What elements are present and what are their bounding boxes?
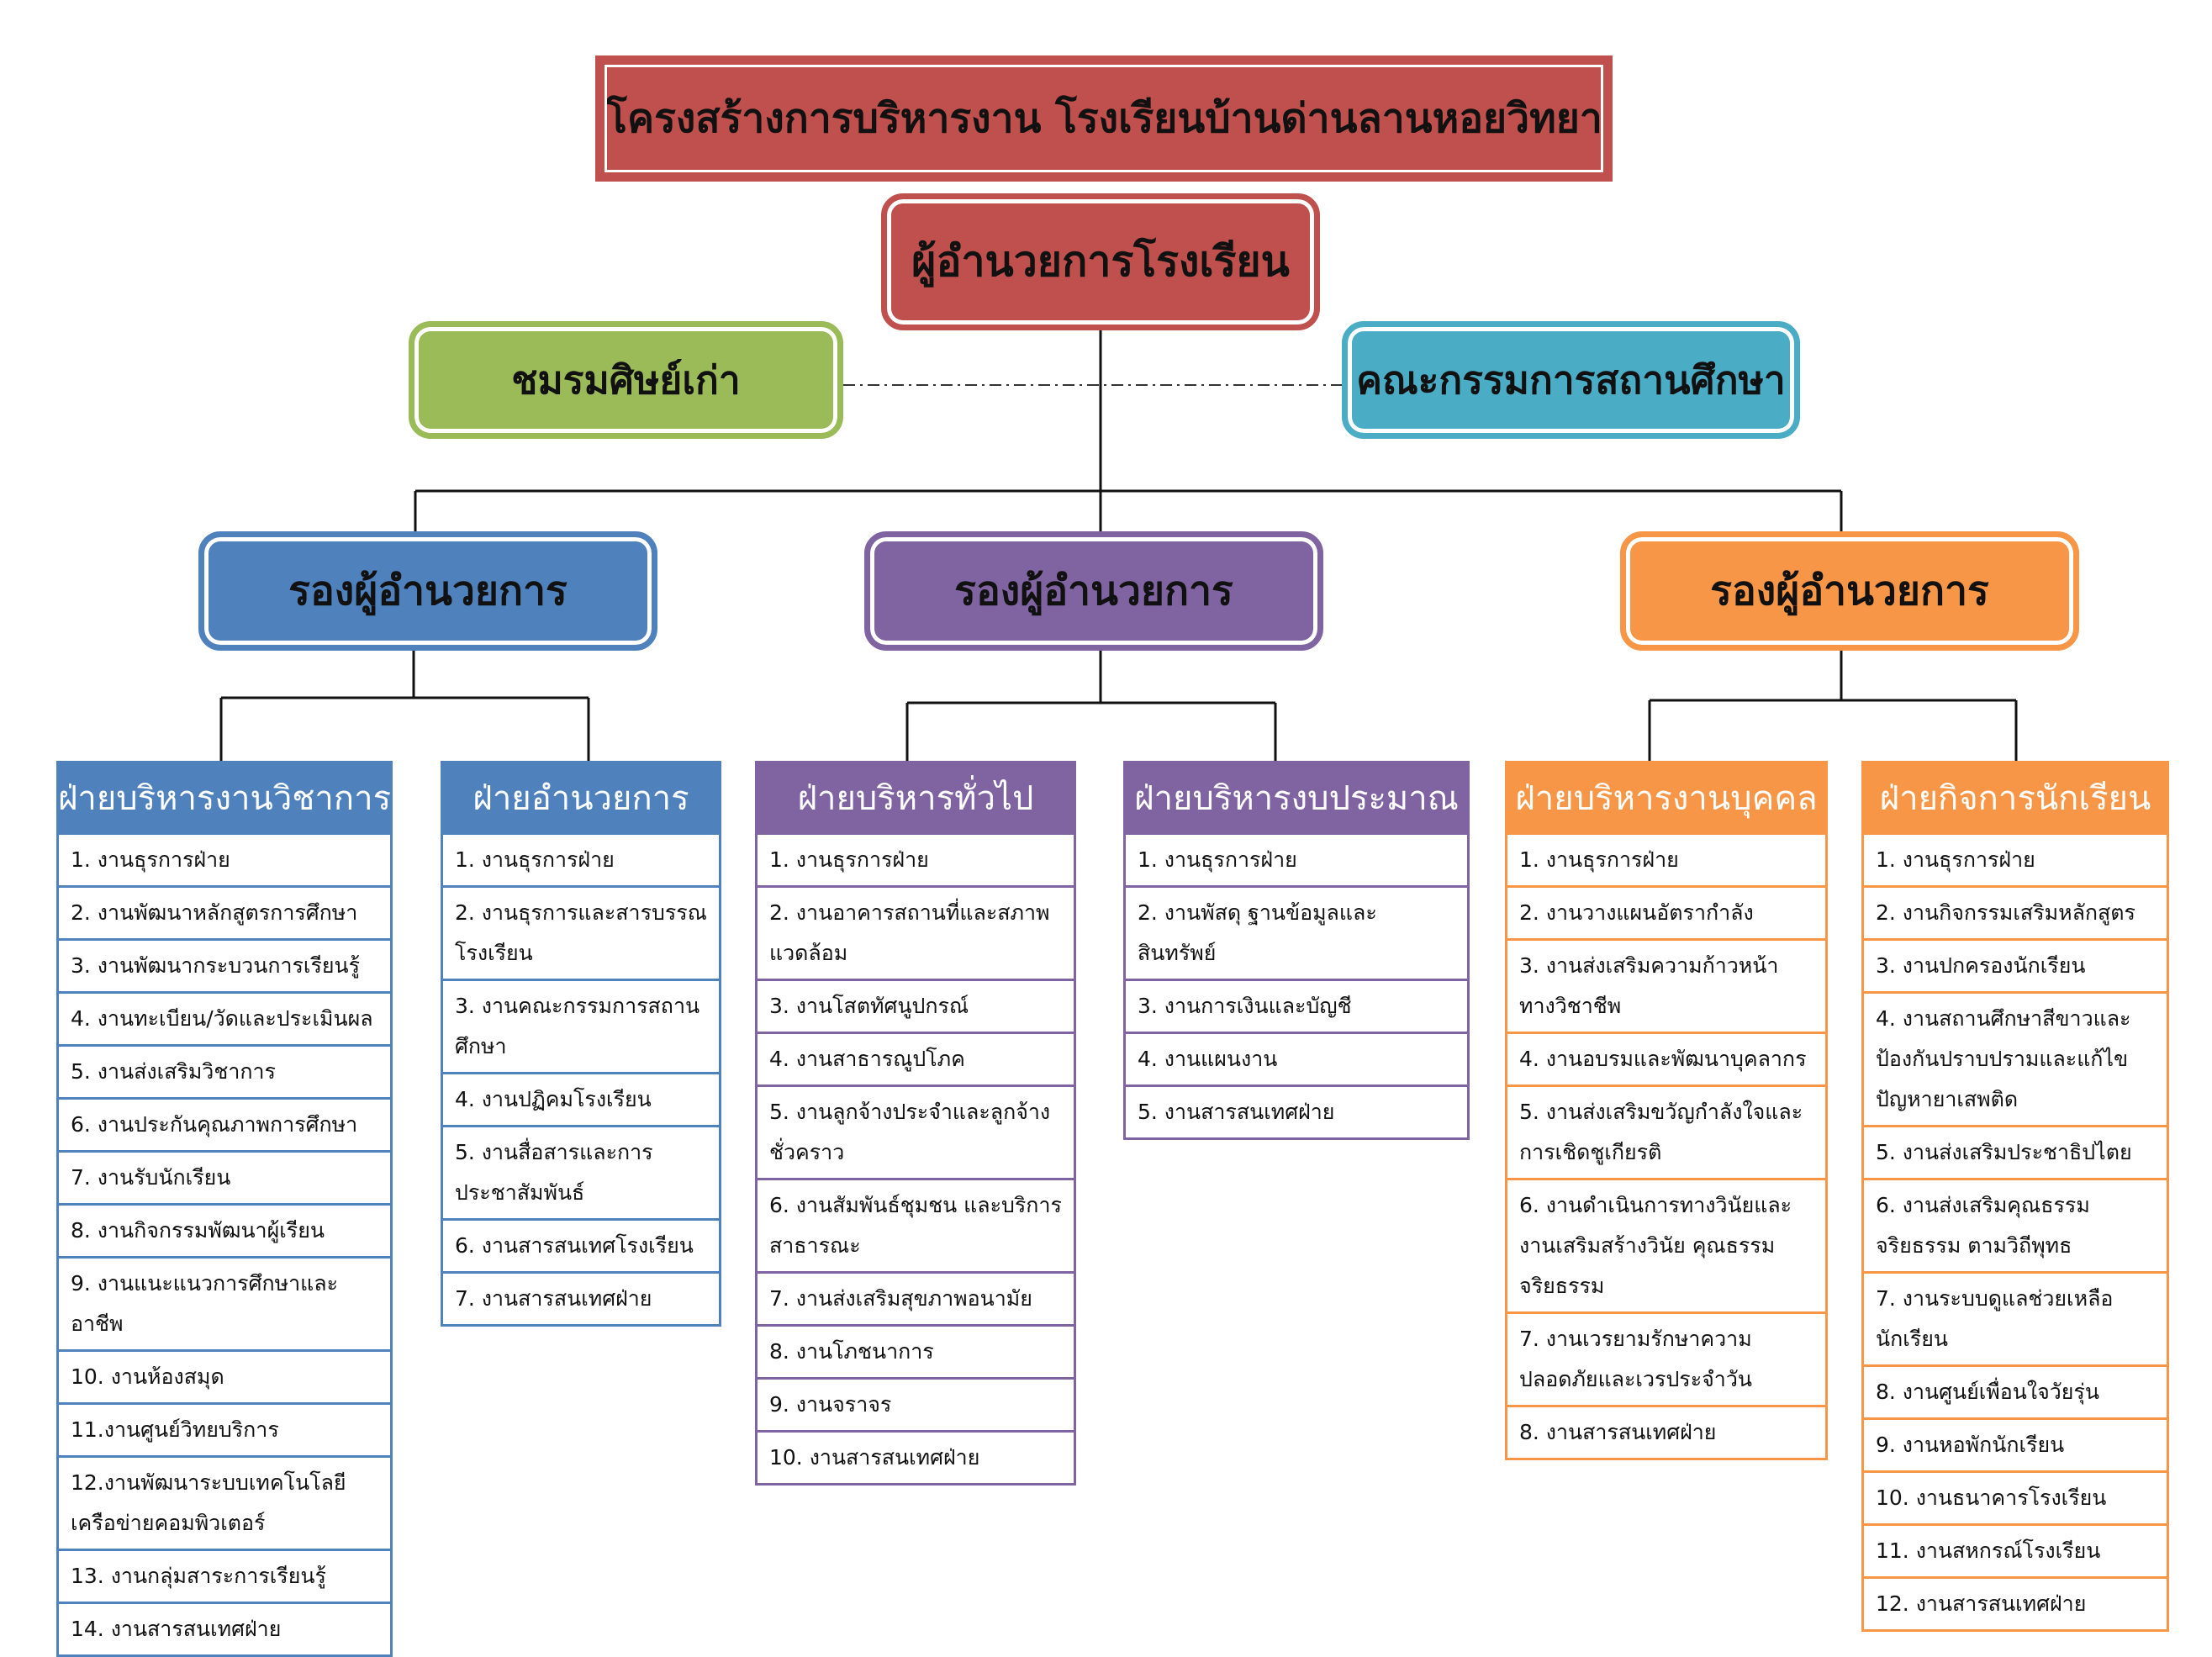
task-item: 4. งานอบรมและพัฒนาบุคลากร xyxy=(1507,1032,1825,1084)
task-item: 8. งานกิจกรรมพัฒนาผู้เรียน xyxy=(59,1203,390,1256)
task-item: 10. งานธนาคารโรงเรียน xyxy=(1864,1470,2167,1523)
task-item: 7. งานส่งเสริมสุขภาพอนามัย xyxy=(758,1271,1074,1324)
task-item: 4. งานแผนงาน xyxy=(1126,1032,1467,1084)
task-item: 5. งานลูกจ้างประจำและลูกจ้างชั่วคราว xyxy=(758,1084,1074,1178)
task-item: 5. งานส่งเสริมขวัญกำลังใจและการเชิดชูเกี… xyxy=(1507,1084,1825,1178)
task-item: 2. งานวางแผนอัตรากำลัง xyxy=(1507,885,1825,938)
director-box: ผู้อำนวยการโรงเรียน xyxy=(881,193,1320,330)
task-item: 3. งานปกครองนักเรียน xyxy=(1864,938,2167,991)
task-item: 3. งานคณะกรรมการสถานศึกษา xyxy=(443,979,719,1072)
connector-lines xyxy=(219,330,2018,761)
task-item: 7. งานเวรยามรักษาความปลอดภัยและเวรประจำว… xyxy=(1507,1311,1825,1405)
task-item: 6. งานสารสนเทศโรงเรียน xyxy=(443,1218,719,1271)
task-item: 8. งานโภชนาการ xyxy=(758,1324,1074,1377)
task-item: 4. งานทะเบียน/วัดและประเมินผล xyxy=(59,991,390,1044)
task-item: 2. งานอาคารสถานที่และสภาพแวดล้อม xyxy=(758,885,1074,979)
task-item: 3. งานโสตทัศนูปกรณ์ xyxy=(758,979,1074,1032)
task-item: 1. งานธุรการฝ่าย xyxy=(59,832,390,885)
task-item: 5. งานสารสนเทศฝ่าย xyxy=(1126,1084,1467,1137)
task-item: 6. งานส่งเสริมคุณธรรม จริยธรรม ตามวิถีพุ… xyxy=(1864,1178,2167,1271)
task-item: 1. งานธุรการฝ่าย xyxy=(758,832,1074,885)
school-committee-box: คณะกรรมการสถานศึกษา xyxy=(1342,321,1800,439)
task-item: 6. งานดำเนินการทางวินัยและงานเสริมสร้างว… xyxy=(1507,1178,1825,1311)
task-item: 3. งานพัฒนากระบวนการเรียนรู้ xyxy=(59,938,390,991)
task-item: 9. งานจราจร xyxy=(758,1377,1074,1430)
page-title: โครงสร้างการบริหารงาน โรงเรียนบ้านด่านลา… xyxy=(595,55,1613,182)
task-item: 1. งานธุรการฝ่าย xyxy=(1864,832,2167,885)
task-item: 7. งานรับนักเรียน xyxy=(59,1150,390,1203)
task-item: 8. งานศูนย์เพื่อนใจวัยรุ่น xyxy=(1864,1364,2167,1417)
department-title: ฝ่ายบริหารงบประมาณ xyxy=(1126,763,1467,832)
department-title: ฝ่ายกิจการนักเรียน xyxy=(1864,763,2167,832)
department-title: ฝ่ายบริหารงานวิชาการ xyxy=(58,763,391,832)
task-item: 10. งานห้องสมุด xyxy=(59,1349,390,1402)
department-title: ฝ่ายอำนวยการ xyxy=(443,763,719,832)
task-item: 12. งานสารสนเทศฝ่าย xyxy=(1864,1576,2167,1629)
task-item: 4. งานสาธารณูปโภค xyxy=(758,1032,1074,1084)
task-item: 11. งานสหกรณ์โรงเรียน xyxy=(1864,1523,2167,1576)
task-item: 9. งานหอพักนักเรียน xyxy=(1864,1417,2167,1470)
task-item: 14. งานสารสนเทศฝ่าย xyxy=(59,1602,390,1654)
task-item: 11.งานศูนย์วิทยบริการ xyxy=(59,1402,390,1455)
department-title: ฝ่ายบริหารทั่วไป xyxy=(758,763,1074,832)
task-item: 13. งานกลุ่มสาระการเรียนรู้ xyxy=(59,1549,390,1602)
task-item: 2. งานธุรการและสารบรรณโรงเรียน xyxy=(443,885,719,979)
deputy-director-box: รองผู้อำนวยการ xyxy=(864,531,1323,651)
task-item: 5. งานสื่อสารและการประชาสัมพันธ์ xyxy=(443,1125,719,1218)
task-item: 2. งานพัฒนาหลักสูตรการศึกษา xyxy=(59,885,390,938)
task-item: 9. งานแนะแนวการศึกษาและอาชีพ xyxy=(59,1256,390,1349)
task-item: 12.งานพัฒนาระบบเทคโนโลยีเครือข่ายคอมพิวเ… xyxy=(59,1455,390,1549)
task-item: 6. งานสัมพันธ์ชุมชน และบริการสาธารณะ xyxy=(758,1178,1074,1271)
task-item: 8. งานสารสนเทศฝ่าย xyxy=(1507,1405,1825,1458)
task-item: 7. งานสารสนเทศฝ่าย xyxy=(443,1271,719,1324)
task-item: 6. งานประกันคุณภาพการศึกษา xyxy=(59,1097,390,1150)
task-item: 1. งานธุรการฝ่าย xyxy=(1126,832,1467,885)
task-item: 10. งานสารสนเทศฝ่าย xyxy=(758,1430,1074,1483)
task-item: 4. งานสถานศึกษาสีขาวและป้องกันปราบปรามแล… xyxy=(1864,991,2167,1125)
task-item: 3. งานการเงินและบัญชี xyxy=(1126,979,1467,1032)
task-item: 2. งานกิจกรรมเสริมหลักสูตร xyxy=(1864,885,2167,938)
task-item: 2. งานพัสดุ ฐานข้อมูลและสินทรัพย์ xyxy=(1126,885,1467,979)
task-item: 7. งานระบบดูแลช่วยเหลือนักเรียน xyxy=(1864,1271,2167,1364)
deputy-director-box: รองผู้อำนวยการ xyxy=(198,531,657,651)
department-title: ฝ่ายบริหารงานบุคคล xyxy=(1507,763,1825,832)
task-item: 1. งานธุรการฝ่าย xyxy=(443,832,719,885)
alumni-association-box: ชมรมศิษย์เก่า xyxy=(409,321,843,439)
deputy-director-box: รองผู้อำนวยการ xyxy=(1620,531,2079,651)
task-item: 5. งานส่งเสริมประชาธิปไตย xyxy=(1864,1125,2167,1178)
task-item: 1. งานธุรการฝ่าย xyxy=(1507,832,1825,885)
task-item: 5. งานส่งเสริมวิชาการ xyxy=(59,1044,390,1097)
task-item: 3. งานส่งเสริมความก้าวหน้าทางวิชาชีพ xyxy=(1507,938,1825,1032)
task-item: 4. งานปฏิคมโรงเรียน xyxy=(443,1072,719,1125)
